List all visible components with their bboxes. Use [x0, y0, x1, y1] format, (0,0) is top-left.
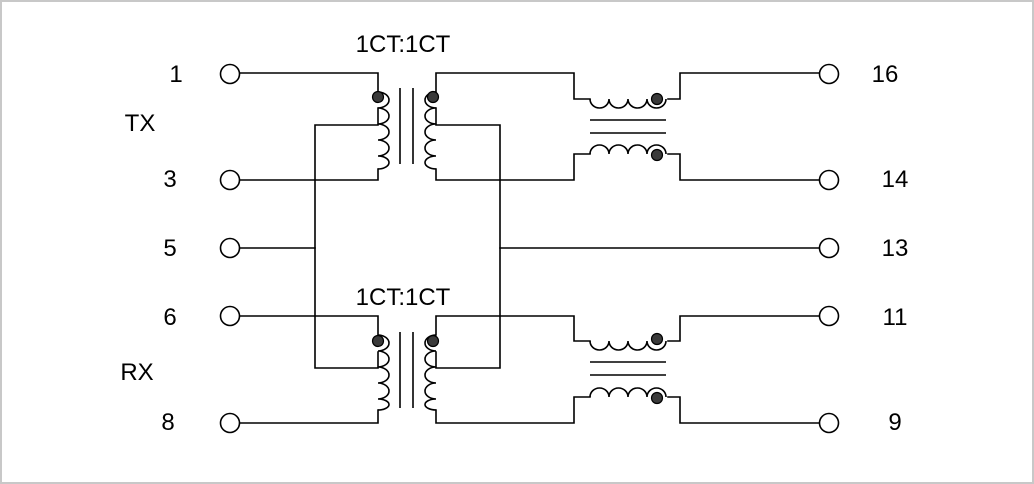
rx-secondary-winding — [424, 334, 437, 411]
wire-pin11 — [667, 315, 821, 342]
right-wiring — [435, 72, 821, 424]
tx-primary-winding — [377, 91, 390, 170]
ratio-label-bottom: 1CT:1CT — [356, 284, 451, 311]
wire-pin16 — [667, 72, 821, 100]
pin-11-terminal — [818, 305, 840, 327]
pin-label-9: 9 — [888, 409, 901, 436]
pin-terminals — [219, 63, 840, 434]
group-label-rx: RX — [120, 359, 153, 386]
tx-transformer — [371, 88, 440, 170]
wire-rx-bottom — [435, 396, 591, 424]
rx-primary-polarity-dot — [371, 334, 385, 348]
wire-pin6 — [239, 315, 379, 336]
wire-pin9 — [667, 396, 821, 424]
pin-14-terminal — [818, 169, 840, 191]
pin-13-terminal — [818, 237, 840, 259]
tx-choke-bottom-dot — [650, 148, 664, 162]
tx-common-mode-choke — [589, 92, 667, 162]
pin-label-5: 5 — [163, 235, 176, 262]
pin-3-terminal — [219, 169, 241, 191]
ratio-label-top: 1CT:1CT — [356, 31, 451, 58]
pin-5-terminal — [219, 237, 241, 259]
tx-choke-top-winding — [589, 98, 667, 109]
tx-primary-polarity-dot — [371, 90, 385, 104]
tx-choke-bottom-winding — [589, 144, 667, 155]
pin-label-13: 13 — [882, 235, 909, 262]
pin-9-terminal — [818, 412, 840, 434]
wire-pin8 — [239, 409, 379, 424]
wire-pin3 — [239, 168, 379, 181]
wire-tx-bottom — [435, 153, 591, 181]
rx-choke-top-dot — [650, 332, 664, 346]
left-wiring — [239, 72, 379, 424]
pin-16-terminal — [818, 63, 840, 85]
rx-choke-bottom-dot — [650, 391, 664, 405]
rx-common-mode-choke — [589, 332, 667, 405]
pin-label-1: 1 — [169, 61, 182, 88]
pin-label-16: 16 — [872, 61, 899, 88]
rx-secondary-polarity-dot — [426, 334, 440, 348]
pin-label-3: 3 — [163, 166, 176, 193]
rx-transformer — [371, 332, 440, 411]
pin-label-6: 6 — [163, 304, 176, 331]
wire-pin14 — [667, 153, 821, 181]
group-label-tx: TX — [125, 110, 156, 137]
rx-choke-top-winding — [589, 340, 667, 351]
tx-choke-top-dot — [650, 92, 664, 106]
pin-8-terminal — [219, 412, 241, 434]
wire-rx-top — [435, 315, 591, 342]
wire-tx-top — [435, 72, 591, 100]
wire-center-tap-left — [314, 107, 379, 369]
pin-label-8: 8 — [161, 409, 174, 436]
rx-choke-bottom-winding — [589, 387, 667, 398]
pin-label-14: 14 — [882, 166, 909, 193]
wire-center-tap-right — [435, 107, 501, 369]
pin-label-11: 11 — [883, 304, 908, 331]
rx-primary-winding — [377, 334, 390, 411]
pin-1-terminal — [219, 63, 241, 85]
tx-secondary-winding — [424, 91, 437, 170]
pin-6-terminal — [219, 305, 241, 327]
wire-pin1 — [239, 72, 379, 93]
tx-secondary-polarity-dot — [426, 90, 440, 104]
